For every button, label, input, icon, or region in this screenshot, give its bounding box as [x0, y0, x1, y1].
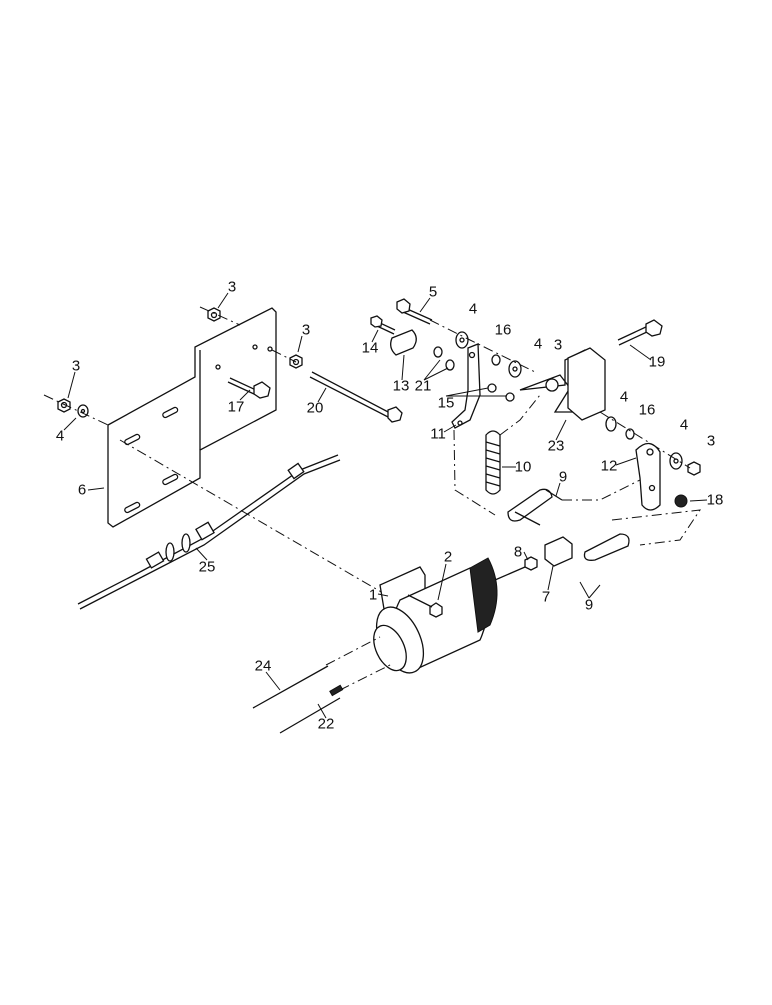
callout-label-15: 15 — [437, 394, 455, 412]
callout-label-18: 18 — [706, 491, 724, 509]
rod-part — [309, 371, 403, 423]
callout-label-9: 9 — [558, 468, 568, 486]
link-part — [507, 488, 630, 561]
solenoid-part — [373, 557, 526, 674]
callout-label-13: 13 — [392, 377, 410, 395]
callout-label-8: 8 — [513, 543, 523, 561]
callout-label-3: 3 — [553, 336, 563, 354]
callout-label-9: 9 — [584, 596, 594, 614]
callout-label-5: 5 — [428, 283, 438, 301]
wire-part — [252, 665, 344, 734]
bracket-part — [519, 347, 606, 421]
callout-label-10: 10 — [514, 458, 532, 476]
spring-part — [485, 430, 501, 495]
callout-label-3: 3 — [301, 321, 311, 339]
throttle-cable-part — [77, 454, 341, 610]
callout-label-11: 11 — [430, 425, 446, 443]
bolt-part — [227, 377, 271, 399]
mounting-plate-part — [107, 307, 277, 528]
callout-label-2: 2 — [443, 548, 453, 566]
callout-label-3: 3 — [706, 432, 716, 450]
callout-label-3: 3 — [71, 357, 81, 375]
callout-label-7: 7 — [541, 588, 551, 606]
callout-label-19: 19 — [648, 353, 666, 371]
callout-label-4: 4 — [468, 300, 478, 318]
callout-label-16: 16 — [638, 401, 656, 419]
callout-label-1: 1 — [368, 586, 378, 604]
bolt-part — [370, 298, 433, 356]
callout-label-25: 25 — [198, 558, 216, 576]
callout-label-17: 17 — [227, 398, 245, 416]
callout-label-20: 20 — [306, 399, 324, 417]
lever-part — [635, 442, 661, 511]
leader-lines — [63, 292, 708, 719]
callout-label-24: 24 — [254, 657, 272, 675]
callout-label-22: 22 — [317, 715, 335, 733]
washer-part — [433, 331, 701, 508]
callout-label-6: 6 — [77, 481, 87, 499]
callout-label-3: 3 — [227, 278, 237, 296]
callout-label-14: 14 — [361, 339, 379, 357]
callout-label-4: 4 — [55, 427, 65, 445]
callout-label-12: 12 — [600, 457, 618, 475]
bolt-part — [617, 319, 663, 346]
callout-label-23: 23 — [547, 437, 565, 455]
callout-label-16: 16 — [494, 321, 512, 339]
callout-label-21: 21 — [414, 377, 432, 395]
block-part — [524, 536, 573, 571]
callout-label-4: 4 — [619, 388, 629, 406]
callout-label-4: 4 — [679, 416, 689, 434]
callout-label-4: 4 — [533, 335, 543, 353]
lever-part — [451, 343, 481, 429]
